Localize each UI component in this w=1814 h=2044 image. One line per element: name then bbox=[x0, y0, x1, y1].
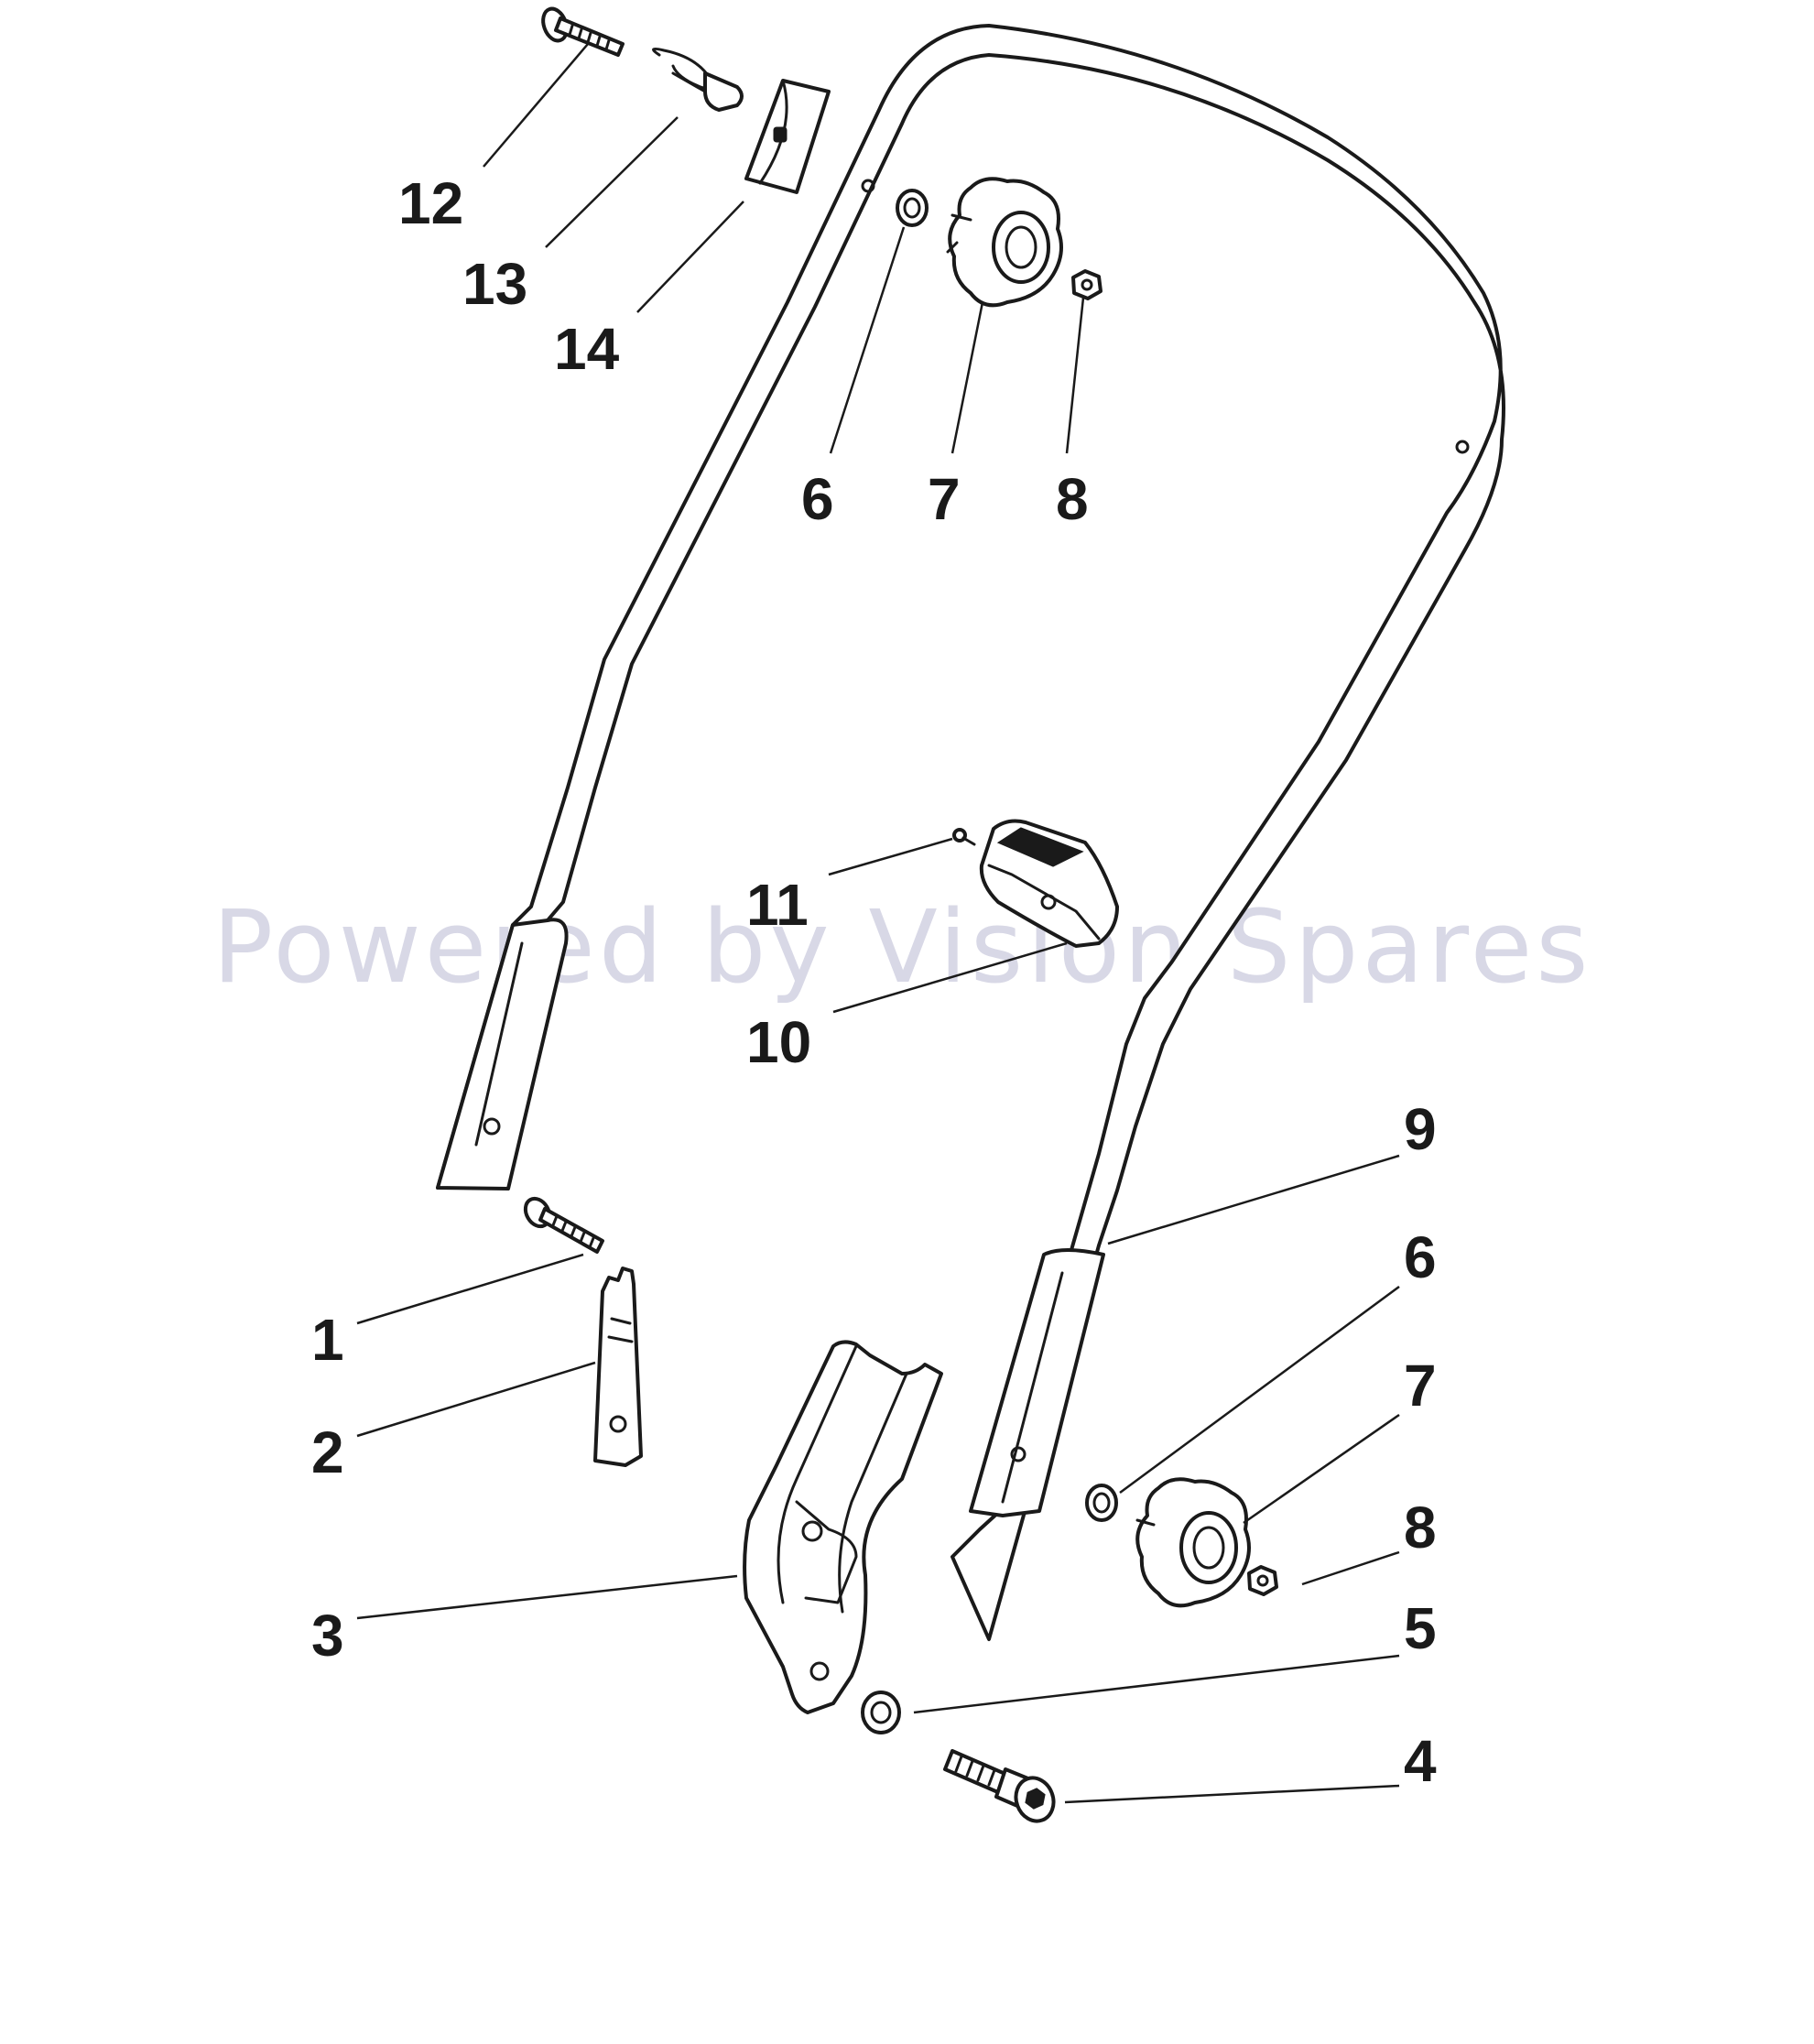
callout-4: 4 bbox=[1404, 1728, 1437, 1794]
callout-3: 3 bbox=[311, 1603, 344, 1669]
callout-2: 2 bbox=[311, 1419, 344, 1485]
part-11-screw[interactable] bbox=[952, 828, 976, 846]
callout-6-top: 6 bbox=[801, 466, 834, 532]
part-6-washer-top[interactable] bbox=[896, 189, 929, 227]
part-8-nut-top[interactable] bbox=[1071, 269, 1103, 300]
callout-6-bottom: 6 bbox=[1404, 1224, 1437, 1290]
part-6-washer-bottom[interactable] bbox=[1085, 1484, 1118, 1522]
part-3-bracket[interactable] bbox=[743, 1340, 943, 1714]
callout-9: 9 bbox=[1404, 1096, 1437, 1162]
part-13-clip[interactable] bbox=[652, 47, 744, 112]
callout-5: 5 bbox=[1404, 1595, 1437, 1661]
part-14-cable-guide[interactable] bbox=[744, 79, 831, 194]
callout-10: 10 bbox=[746, 1009, 811, 1075]
leader-lines bbox=[356, 43, 1400, 1804]
callout-1: 1 bbox=[311, 1307, 344, 1373]
part-7-knob-top[interactable] bbox=[946, 177, 1063, 308]
part-2-plate[interactable] bbox=[593, 1267, 643, 1467]
main-handle[interactable] bbox=[436, 24, 1505, 1641]
part-7-knob-bottom[interactable] bbox=[1135, 1477, 1251, 1608]
callout-7-bottom: 7 bbox=[1404, 1353, 1437, 1419]
part-12-bolt[interactable] bbox=[539, 5, 625, 57]
callout-8-top: 8 bbox=[1056, 466, 1089, 532]
part-10-latch[interactable] bbox=[979, 819, 1119, 948]
callout-labels: 12 13 14 6 7 8 11 10 9 6 1 7 2 8 3 5 4 bbox=[311, 170, 1437, 1794]
watermark-text: Powered by Vision Spares bbox=[212, 888, 1592, 1006]
callout-14: 14 bbox=[554, 316, 620, 382]
part-5-washer[interactable] bbox=[861, 1691, 901, 1734]
callout-13: 13 bbox=[462, 251, 527, 317]
part-4-socket-bolt[interactable] bbox=[943, 1749, 1059, 1826]
callout-8-bottom: 8 bbox=[1404, 1495, 1437, 1560]
callout-11: 11 bbox=[746, 872, 809, 938]
callout-7-top: 7 bbox=[928, 466, 961, 532]
part-8-nut-bottom[interactable] bbox=[1247, 1565, 1278, 1596]
part-1-bolt[interactable] bbox=[521, 1194, 604, 1254]
callout-12: 12 bbox=[398, 170, 463, 236]
